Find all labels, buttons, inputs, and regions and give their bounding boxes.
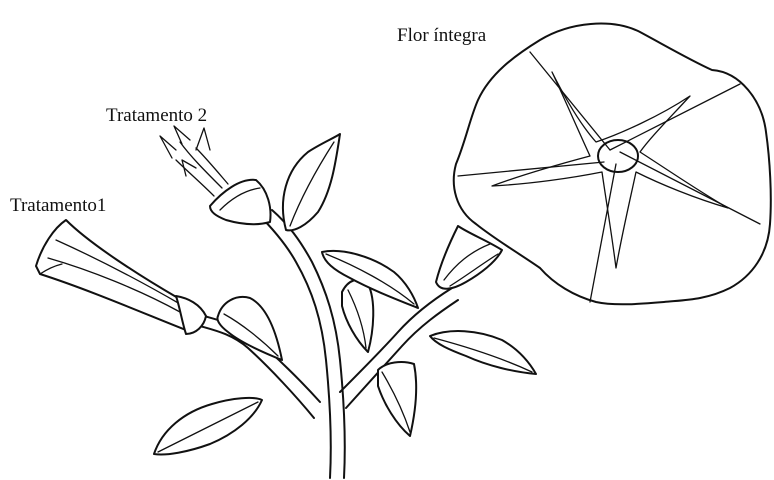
label-treatment-1: Tratamento1: [10, 196, 106, 215]
label-treatment-2: Tratamento 2: [106, 106, 207, 125]
leaf-top: [283, 134, 340, 230]
treatment-2-bud: [160, 126, 270, 224]
leaf-lower-left: [154, 398, 262, 455]
treatment-1-bud: [36, 220, 206, 334]
whole-flower: [436, 24, 771, 305]
label-whole-flower: Flor íntegra: [397, 26, 486, 45]
